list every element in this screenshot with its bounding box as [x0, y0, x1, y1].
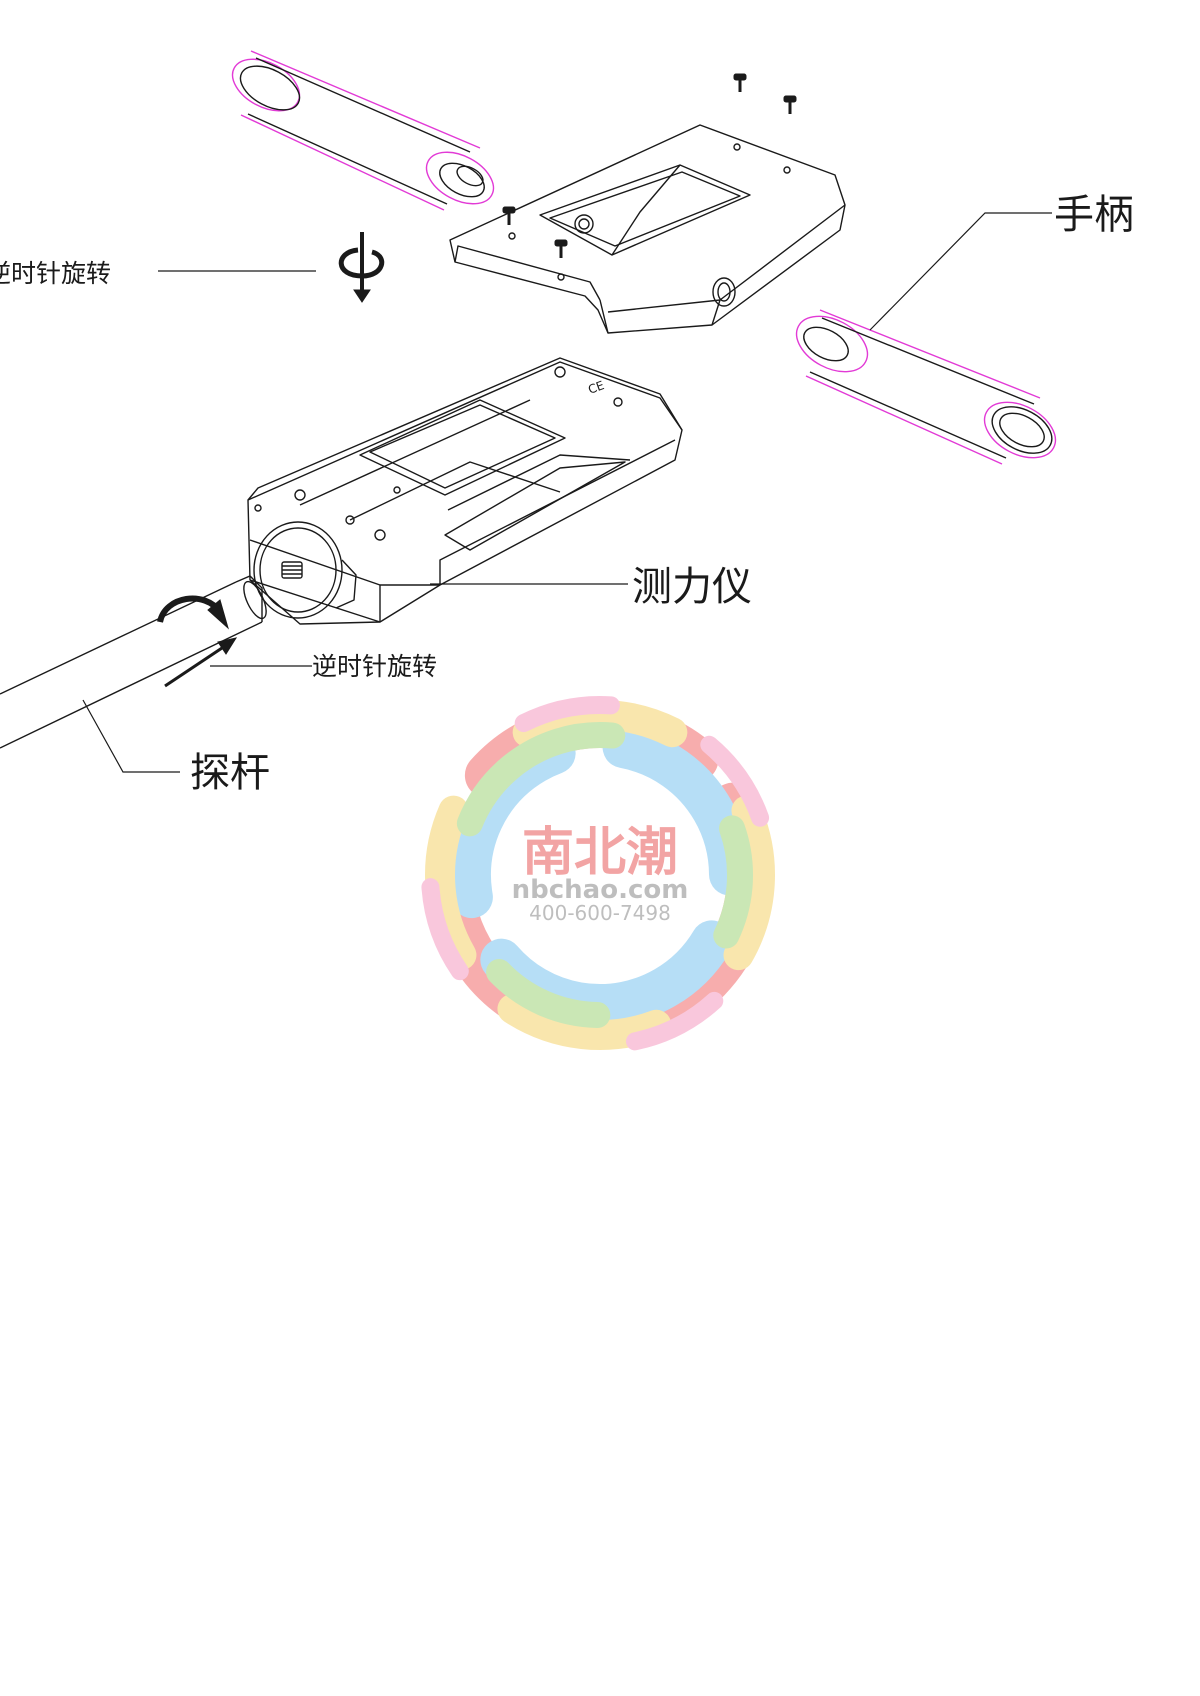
- mounting-bracket: [449, 124, 846, 334]
- label-dynamometer: 测力仪: [632, 564, 752, 610]
- screw-icon: [733, 73, 747, 92]
- screw-icon: [554, 239, 568, 258]
- leader-line-handle: [869, 212, 1052, 331]
- label-rotate-bottom: 逆时针旋转: [312, 652, 437, 681]
- watermark-brand: 南北潮: [522, 822, 678, 883]
- handle-tube-top: [231, 50, 495, 211]
- screw-icon: [502, 206, 516, 225]
- leader-line-probe: [82, 699, 180, 773]
- rotate-arrow-top-icon: [338, 232, 385, 303]
- watermark-site: nbchao.com: [512, 875, 689, 905]
- probe-rod: [0, 575, 267, 749]
- push-arrow-icon: [164, 637, 238, 688]
- screw-icon: [783, 95, 797, 114]
- handle-tube-right: [795, 309, 1057, 465]
- rotate-arrow-probe-icon: [157, 595, 229, 630]
- label-handle: 手柄: [1054, 192, 1134, 238]
- watermark-splash-ring: [421, 696, 779, 1054]
- watermark-phone: 400-600-7498: [529, 901, 671, 925]
- ce-mark: CE: [586, 378, 606, 397]
- dynamometer-body: CE: [247, 357, 683, 625]
- screws: [502, 73, 797, 258]
- label-probe: 探杆: [190, 750, 270, 796]
- leader-lines: [82, 212, 1052, 773]
- watermark: 南北潮 nbchao.com 400-600-7498: [421, 696, 779, 1054]
- label-rotate-top: 逆时针旋转: [0, 259, 111, 288]
